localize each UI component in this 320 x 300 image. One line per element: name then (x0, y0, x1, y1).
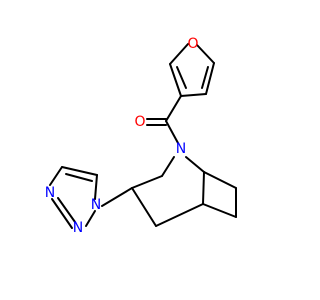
triazole-bond-n3-n2 (51, 198, 73, 229)
furan-double-bond-c2-c3 (176, 66, 187, 89)
bond-c2-to-lower-bridgehead (202, 203, 237, 218)
triazole-n1-label: N (91, 197, 101, 213)
furan-bond-o-c5 (196, 44, 215, 64)
bond-n-to-left-bridgehead (161, 156, 175, 177)
furan-oxygen-label: O (187, 36, 198, 52)
bond-furan-to-carbonyl (165, 95, 182, 122)
furan-bond-c3-c2 (169, 63, 182, 97)
triazole-bond-n1-c5 (94, 174, 98, 200)
bond-n-to-right-bridgehead (185, 156, 205, 173)
bond-left-bridgehead-to-substituted-carbon (131, 175, 163, 189)
furan-double-bond-c4-c5 (201, 66, 209, 89)
furan-bond-c5-c4 (205, 62, 215, 95)
molecule-canvas: O O N N N N (44, 36, 237, 236)
bridge-nitrogen-label: N (176, 141, 186, 157)
triazole-n2-label: N (73, 220, 83, 236)
triazole-bond-n2-n1 (85, 210, 96, 227)
carbonyl-oxygen-label: O (134, 114, 145, 130)
bond-ring-to-triazole-n1 (101, 187, 133, 207)
bond-right-bridgehead-to-c1 (203, 171, 237, 189)
triazole-n3-label: N (45, 185, 55, 201)
bond-carbonyl-to-nitrogen (165, 120, 179, 144)
furan-bond-c2-o (169, 43, 189, 65)
bond-substituted-carbon-to-lower-ring-carbon (131, 187, 157, 227)
molecule-structure: O O N N N N (45, 36, 237, 236)
bond-right-bridgehead-to-lower-bridgehead (202, 171, 205, 205)
triazole-bond-c5-c4 (61, 166, 98, 176)
furan-bond-c4-c3 (180, 93, 207, 97)
bond-lower-ring-carbon-to-lower-bridgehead (155, 203, 204, 227)
triazole-double-bond-n3-n2 (57, 197, 76, 223)
triazole-double-bond-c4-c5 (65, 173, 93, 182)
triazole-bond-c4-n3 (49, 166, 63, 186)
